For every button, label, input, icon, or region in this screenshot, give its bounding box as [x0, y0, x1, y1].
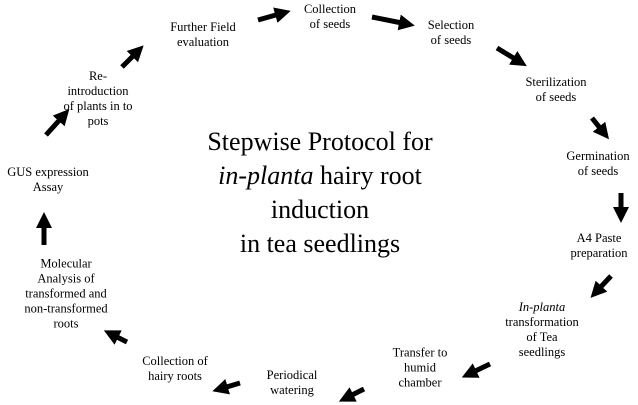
step-line: Transfer to [392, 345, 448, 360]
flow-arrow-1 [257, 7, 291, 23]
step-line: Re- [88, 69, 108, 83]
step-line: introduction [67, 84, 129, 98]
step-line: Collection of [142, 354, 208, 368]
step-line: A4 Paste [576, 231, 622, 245]
flow-arrow-8 [338, 386, 366, 402]
step-line: of plants in to [63, 99, 133, 113]
step-line: transformed and [25, 286, 107, 301]
flow-arrow-9 [212, 379, 241, 395]
step-line: Assay [32, 180, 64, 194]
step-line: chamber [398, 375, 442, 390]
step-line: of seeds [577, 164, 619, 178]
flow-arrow-13 [120, 45, 144, 69]
step-line: Analysis of [37, 271, 95, 286]
step-line: preparation [570, 246, 628, 260]
title-line-2-rest: hairy root [313, 161, 422, 190]
title-italic-in-planta: in-planta [218, 161, 314, 190]
step-line: Collection [303, 2, 357, 16]
flow-arrow-3 [495, 45, 527, 67]
step-line: Further Field [170, 20, 236, 34]
step-line: of seeds [309, 17, 351, 31]
step-line: non-transformed [24, 301, 108, 316]
flow-arrow-7 [461, 361, 492, 378]
step-italic-prefix: In-planta [518, 300, 566, 314]
step-line: of seeds [535, 90, 577, 104]
title-line-3: induction [270, 195, 370, 224]
title-line-1: Stepwise Protocol for [207, 127, 433, 156]
flow-arrow-4 [590, 116, 609, 140]
step-line: GUS expression [7, 165, 89, 179]
flow-arrow-12 [44, 109, 70, 137]
step-line: Selection [427, 18, 475, 32]
step-line: Molecular [40, 256, 92, 271]
step-line: humid [404, 360, 436, 375]
step-line: transformation [505, 315, 579, 329]
step-line: hairy roots [148, 369, 202, 383]
step-line: pots [87, 114, 109, 128]
step-line: Sterilization [525, 75, 587, 89]
title-line-2: in-planta hairy root [207, 159, 432, 193]
flow-arrow-2 [371, 14, 415, 31]
diagram-title: Stepwise Protocol for in-planta hairy ro… [207, 125, 432, 261]
step-line: seedlings [518, 345, 566, 359]
step-line: roots [53, 316, 79, 331]
step-line: Periodical [266, 368, 318, 382]
step-line: of seeds [430, 33, 472, 47]
flow-arrow-10 [103, 330, 129, 345]
step-line: of Tea [526, 330, 558, 344]
step-line: Germination [566, 149, 630, 163]
step-line: watering [270, 383, 314, 397]
step-line: evaluation [176, 35, 230, 49]
flow-arrow-6 [590, 274, 613, 298]
title-line-4: in tea seedlings [239, 229, 401, 258]
